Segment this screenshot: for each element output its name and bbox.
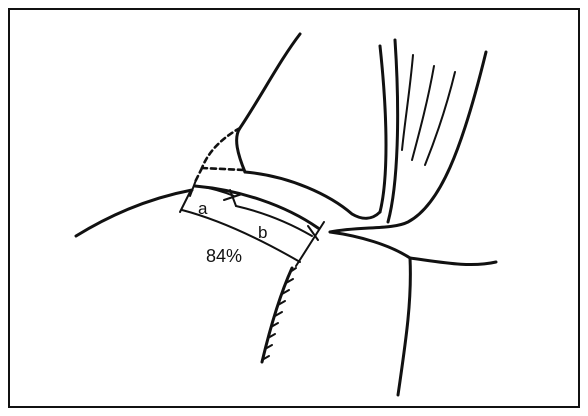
lower-stem <box>398 258 410 395</box>
label-b: b <box>258 223 267 242</box>
lower-branch-right <box>410 258 496 265</box>
tube-right-contour <box>330 52 486 232</box>
label-a: a <box>198 199 208 218</box>
band-lower-edge <box>195 186 318 228</box>
label-percentage: 84% <box>206 246 242 266</box>
striation-2 <box>412 66 434 160</box>
striation-1 <box>402 55 413 150</box>
dotted-outline-arc <box>202 128 240 168</box>
upper-left-contour <box>237 34 300 172</box>
lower-branch-left <box>330 232 410 258</box>
figure-border <box>9 9 579 407</box>
band-upper-edge <box>245 172 380 218</box>
dotted-outline-base <box>202 168 244 170</box>
tube-inner-contour <box>388 40 398 222</box>
base-outer-contour <box>76 190 192 236</box>
tube-left-contour <box>380 46 386 212</box>
